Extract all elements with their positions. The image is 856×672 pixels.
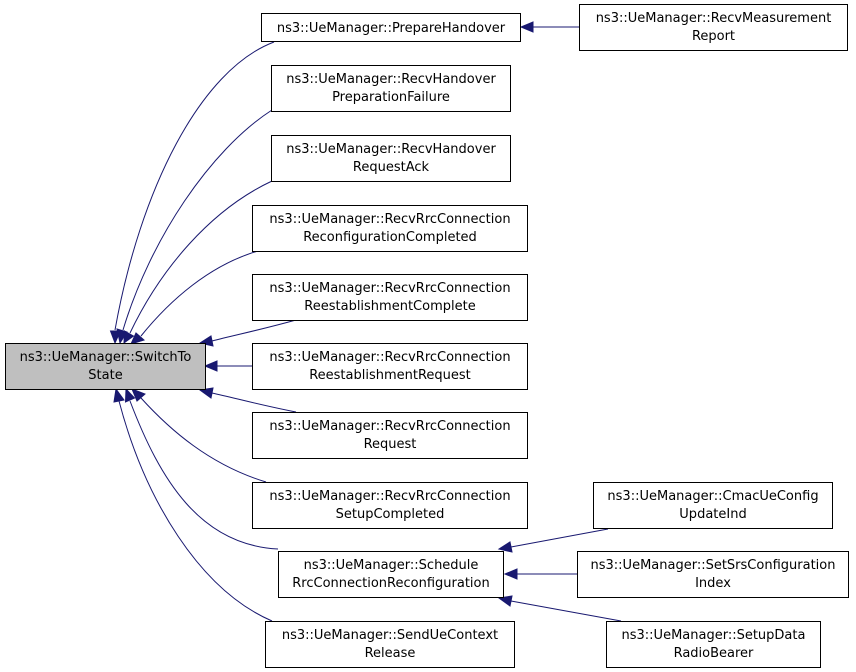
- edge-arrowhead: [519, 21, 534, 33]
- node-recv-rrc-connection-setup-completed[interactable]: ns3::UeManager::RecvRrcConnection SetupC…: [252, 482, 528, 529]
- edge-arrowhead: [497, 541, 513, 553]
- edge-setup-data-radio-bearer-to-schedule-rrc-reconfiguration: [510, 600, 622, 622]
- edge-recv-handover-preparation-failure-to-switch-to-state: [122, 109, 273, 331]
- edge-arrowhead: [503, 568, 518, 580]
- node-label-line-2: PreparationFailure: [332, 90, 450, 105]
- edge-arrowhead: [113, 387, 125, 403]
- node-switch-to-state: ns3::UeManager::SwitchTo State: [5, 343, 206, 390]
- node-label-line-2: RrcConnectionReconfiguration: [292, 576, 489, 591]
- node-send-ue-context-release[interactable]: ns3::UeManager::SendUeContext Release: [265, 621, 515, 668]
- node-label-line-1: ns3::UeManager::PrepareHandover: [277, 21, 506, 36]
- node-recv-handover-preparation-failure[interactable]: ns3::UeManager::RecvHandover Preparation…: [271, 65, 511, 112]
- edge-arrowhead: [198, 387, 214, 399]
- node-label-line-1: ns3::UeManager::SwitchTo: [20, 350, 192, 365]
- node-label-line-1: ns3::UeManager::RecvRrcConnection: [269, 419, 510, 434]
- node-label-line-2: UpdateInd: [679, 507, 746, 522]
- node-recv-rrc-connection-reconfiguration-completed[interactable]: ns3::UeManager::RecvRrcConnection Reconf…: [252, 205, 528, 252]
- node-setup-data-radio-bearer[interactable]: ns3::UeManager::SetupData RadioBearer: [606, 621, 821, 668]
- node-recv-rrc-connection-request[interactable]: ns3::UeManager::RecvRrcConnection Reques…: [252, 412, 528, 459]
- edge-arrowhead: [203, 360, 218, 372]
- graph-nodes: ns3::UeManager::SwitchTo State ns3::UeMa…: [5, 4, 849, 668]
- edge-cmac-ue-config-to-schedule-rrc-reconfiguration: [510, 528, 609, 548]
- node-label-line-1: ns3::UeManager::SetSrsConfiguration: [591, 558, 836, 573]
- edge-arrowhead: [124, 387, 136, 403]
- node-schedule-rrc-connection-reconfiguration[interactable]: ns3::UeManager::Schedule RrcConnectionRe…: [278, 551, 504, 598]
- node-label-line-2: RadioBearer: [674, 646, 754, 661]
- edge-arrowhead: [497, 595, 513, 607]
- edge-recv-rrc-reestablishment-complete-to-switch-to-state: [211, 319, 297, 342]
- node-label-line-1: ns3::UeManager::CmacUeConfig: [607, 489, 818, 504]
- node-label-line-1: ns3::UeManager::RecvRrcConnection: [269, 212, 510, 227]
- node-label-line-2: ReestablishmentRequest: [309, 368, 471, 383]
- node-recv-rrc-connection-reestablishment-complete[interactable]: ns3::UeManager::RecvRrcConnection Reesta…: [252, 274, 528, 321]
- node-label-line-1: ns3::UeManager::RecvRrcConnection: [269, 350, 510, 365]
- node-recv-measurement-report[interactable]: ns3::UeManager::RecvMeasurement Report: [579, 4, 848, 51]
- node-label-line-1: ns3::UeManager::RecvRrcConnection: [269, 489, 510, 504]
- edge-prepare-handover-to-switch-to-state: [114, 41, 275, 331]
- node-set-srs-configuration-index[interactable]: ns3::UeManager::SetSrsConfiguration Inde…: [577, 551, 849, 598]
- node-label-line-2: ReestablishmentComplete: [304, 299, 475, 314]
- node-label-line-2: Release: [365, 646, 416, 661]
- node-label-line-2: State: [88, 368, 122, 383]
- node-label-line-1: ns3::UeManager::RecvMeasurement: [596, 11, 832, 26]
- node-label-line-1: ns3::UeManager::RecvHandover: [286, 142, 496, 157]
- edge-arrowhead: [130, 332, 146, 345]
- node-label-line-1: ns3::UeManager::SetupData: [622, 628, 806, 643]
- node-label-line-2: ReconfigurationCompleted: [303, 230, 477, 245]
- edge-recv-rrc-connection-request-to-switch-to-state: [211, 392, 297, 413]
- node-label-line-1: ns3::UeManager::RecvHandover: [286, 72, 496, 87]
- node-cmac-ue-config-update-ind[interactable]: ns3::UeManager::CmacUeConfig UpdateInd: [593, 482, 833, 529]
- node-recv-handover-request-ack[interactable]: ns3::UeManager::RecvHandover RequestAck: [271, 135, 511, 182]
- edge-arrowhead: [123, 330, 135, 345]
- edge-recv-handover-request-ack-to-switch-to-state: [129, 180, 273, 334]
- node-prepare-handover[interactable]: ns3::UeManager::PrepareHandover: [261, 13, 521, 42]
- edge-recv-rrc-reconfiguration-completed-to-switch-to-state: [140, 250, 259, 337]
- node-label-line-2: Index: [695, 576, 731, 591]
- node-label-line-2: RequestAck: [353, 160, 430, 175]
- node-label-line-2: Request: [364, 437, 417, 452]
- edge-recv-rrc-setup-completed-to-switch-to-state: [140, 397, 267, 483]
- node-label-line-1: ns3::UeManager::Schedule: [304, 558, 479, 573]
- node-label-line-2: Report: [692, 29, 735, 44]
- edge-send-ue-context-release-to-switch-to-state: [118, 400, 273, 622]
- node-label-line-1: ns3::UeManager::RecvRrcConnection: [269, 281, 510, 296]
- node-label-line-2: SetupCompleted: [336, 507, 445, 522]
- node-label-line-1: ns3::UeManager::SendUeContext: [282, 628, 498, 643]
- edge-arrowhead: [131, 388, 146, 402]
- edge-schedule-rrc-reconfiguration-to-switch-to-state: [129, 400, 279, 550]
- node-recv-rrc-connection-reestablishment-request[interactable]: ns3::UeManager::RecvRrcConnection Reesta…: [252, 343, 528, 390]
